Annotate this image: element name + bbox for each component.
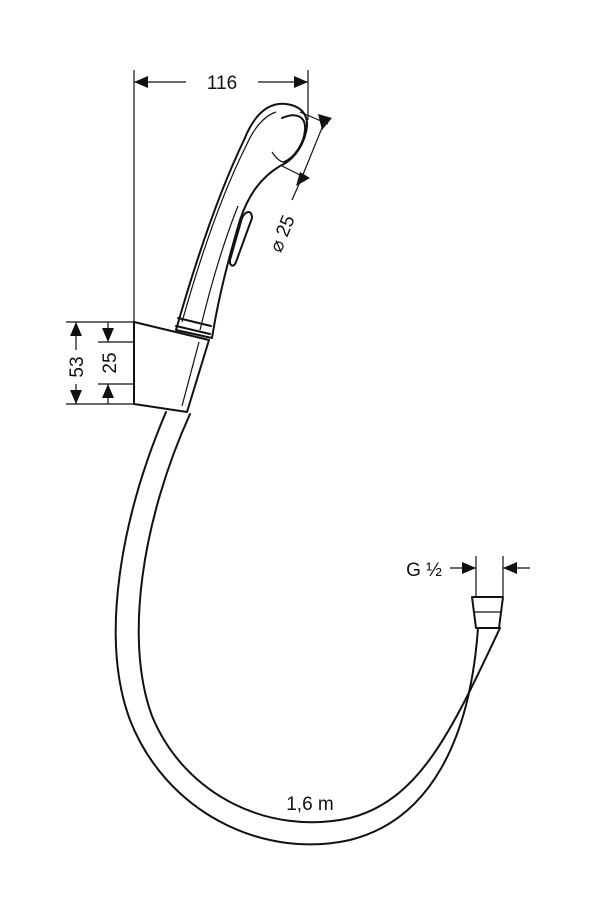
dimension-holder-height: 53 [66, 321, 134, 405]
diameter-label: ⌀ 25 [266, 212, 300, 255]
hose-length-label: 1,6 m [286, 794, 334, 815]
hose [114, 411, 501, 846]
dimension-diameter: ⌀ 25 [266, 111, 332, 255]
hose-connector [471, 596, 504, 629]
dimension-holder-inner: 25 [98, 322, 134, 404]
overall-width-label: 116 [207, 73, 237, 94]
holder-height-label: 53 [67, 356, 88, 377]
connection-label: G ½ [406, 560, 442, 581]
hand-shower [175, 102, 308, 339]
holder-inner-label: 25 [100, 352, 121, 373]
wall-holder [133, 321, 210, 413]
dimension-connection: G ½ [406, 556, 530, 597]
dimension-overall-width: 116 [133, 70, 309, 322]
